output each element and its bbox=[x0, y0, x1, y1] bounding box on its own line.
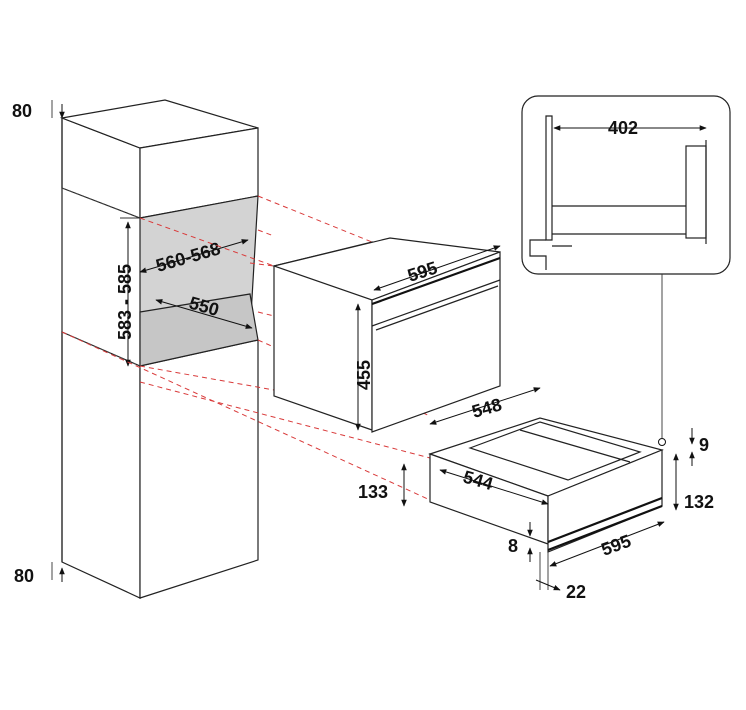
drawer-inner-width-arrow bbox=[439, 469, 549, 505]
drawer-top-gap-label: 9 bbox=[699, 435, 709, 455]
drawer-depth-label: 548 bbox=[470, 394, 504, 422]
connector-dot-icon bbox=[658, 438, 666, 446]
drawer-dimensions: 548 544 133 9 132 8 595 22 bbox=[358, 387, 714, 602]
drawer-lid-fold bbox=[519, 429, 631, 463]
detail-left-hook bbox=[529, 239, 547, 270]
oven-door-edge bbox=[375, 285, 499, 331]
drawer-niche-height-label: 133 bbox=[358, 482, 388, 502]
tall-cabinet bbox=[51, 99, 259, 599]
drawer-bottom-gap-label: 8 bbox=[508, 536, 518, 556]
oven-height-label: 455 bbox=[354, 360, 374, 390]
oven-width-arrow bbox=[373, 245, 501, 291]
detail-depth-label: 402 bbox=[608, 118, 638, 138]
drawer-front-offset-arrow bbox=[535, 579, 561, 591]
cabinet-bottom-side bbox=[139, 339, 259, 599]
cabinet-bottom-front bbox=[61, 331, 141, 599]
drawer-depth-arrow bbox=[429, 387, 541, 425]
drawer-width-label: 595 bbox=[599, 531, 634, 560]
cabinet-bottom-clearance-label: 80 bbox=[14, 566, 34, 586]
oven bbox=[271, 237, 501, 433]
niche-width-arrow bbox=[139, 239, 249, 273]
drawer-front-offset-label: 22 bbox=[566, 582, 586, 602]
niche-depth-arrow bbox=[155, 299, 253, 329]
detail-left-panel bbox=[545, 115, 553, 241]
niche-height-label: 583 - 585 bbox=[115, 264, 135, 340]
detail-right-panel bbox=[685, 145, 707, 239]
detail-inset: 402 bbox=[521, 95, 731, 446]
detail-frame bbox=[521, 95, 731, 275]
cabinet-top-clearance-label: 80 bbox=[12, 101, 32, 121]
drawer-width-arrow bbox=[549, 521, 665, 567]
drawer-front-height-label: 132 bbox=[684, 492, 714, 512]
